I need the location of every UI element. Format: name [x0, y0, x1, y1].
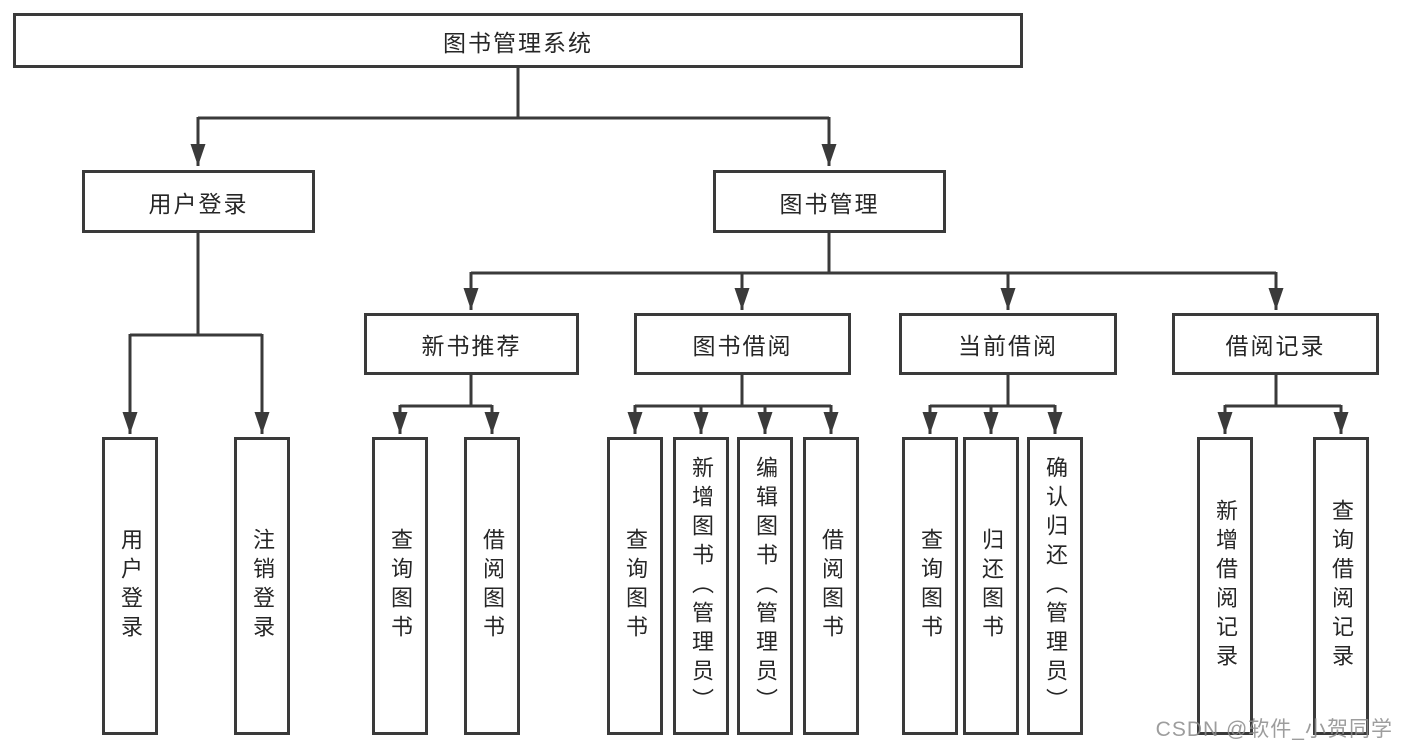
node-book-management: 图书管理 [713, 170, 946, 233]
leaf-current-confirm-return-admin: 确认归还（管理员） [1027, 437, 1083, 735]
node-user-login: 用户登录 [82, 170, 315, 233]
node-book-borrowing: 图书借阅 [634, 313, 851, 375]
leaf-logout: 注销登录 [234, 437, 290, 735]
leaf-current-return-books: 归还图书 [963, 437, 1019, 735]
leaf-borrowing-borrow-books: 借阅图书 [803, 437, 859, 735]
node-current-borrowing: 当前借阅 [899, 313, 1117, 375]
leaf-borrowing-query-books: 查询图书 [607, 437, 663, 735]
leaf-current-query-books: 查询图书 [902, 437, 958, 735]
csdn-watermark: CSDN @软件_小贺同学 [1155, 718, 1393, 741]
node-new-book-recommend: 新书推荐 [364, 313, 579, 375]
leaf-user-login: 用户登录 [102, 437, 158, 735]
node-borrowing-records: 借阅记录 [1172, 313, 1379, 375]
leaf-borrowing-edit-book-admin: 编辑图书（管理员） [737, 437, 793, 735]
node-library-management-system: 图书管理系统 [13, 13, 1023, 68]
leaf-borrowing-add-book-admin: 新增图书（管理员） [673, 437, 729, 735]
leaf-newbooks-borrow-books: 借阅图书 [464, 437, 520, 735]
leaf-records-query-borrow-record: 查询借阅记录 [1313, 437, 1369, 735]
leaf-records-add-borrow-record: 新增借阅记录 [1197, 437, 1253, 735]
leaf-newbooks-query-books: 查询图书 [372, 437, 428, 735]
